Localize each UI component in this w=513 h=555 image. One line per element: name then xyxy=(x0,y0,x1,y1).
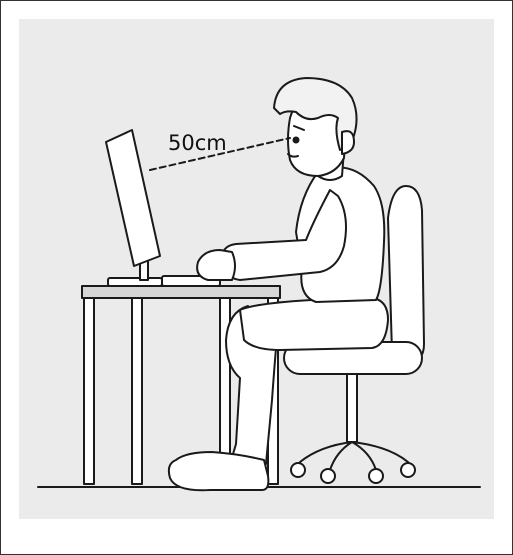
person-torso xyxy=(197,167,384,302)
shoe xyxy=(169,452,269,490)
chair-base xyxy=(300,442,408,470)
thigh xyxy=(240,298,388,350)
chair-backrest xyxy=(388,186,424,362)
desk-leg xyxy=(84,298,94,484)
chair-wheel xyxy=(369,469,383,483)
desk-leg xyxy=(132,298,142,484)
ear xyxy=(342,131,354,154)
chair-wheel xyxy=(321,469,335,483)
eye xyxy=(294,138,299,143)
chair-post xyxy=(347,374,357,442)
person-head xyxy=(274,78,357,180)
arm xyxy=(222,190,346,280)
chair-wheel xyxy=(401,463,415,477)
monitor-screen xyxy=(106,130,160,266)
hand xyxy=(197,250,235,280)
monitor xyxy=(106,130,162,286)
monitor-base xyxy=(108,278,162,286)
desk-top xyxy=(82,286,280,298)
chair-wheel xyxy=(291,463,305,477)
distance-label: 50cm xyxy=(168,131,227,155)
